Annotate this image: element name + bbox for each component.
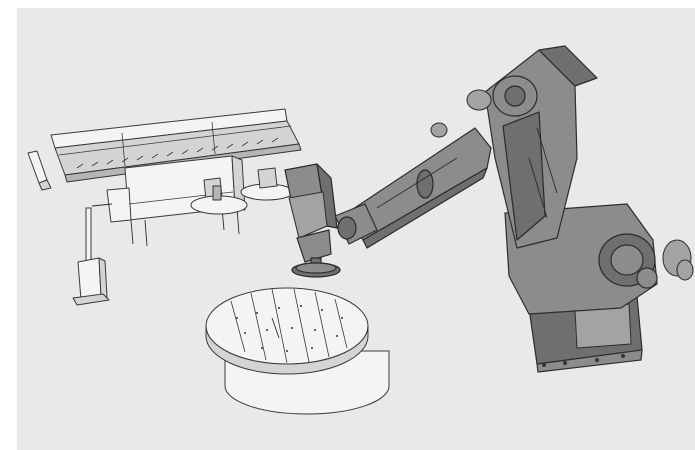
vertical-sensor-stand bbox=[72, 203, 113, 306]
industrial-robot-arm bbox=[334, 45, 694, 373]
grinding-spindle-tool bbox=[284, 163, 341, 278]
3d-viewport[interactable] bbox=[17, 8, 695, 450]
linear-rail-gantry bbox=[27, 108, 302, 247]
robot-cell-scene bbox=[27, 45, 694, 415]
rotary-table bbox=[205, 287, 390, 415]
